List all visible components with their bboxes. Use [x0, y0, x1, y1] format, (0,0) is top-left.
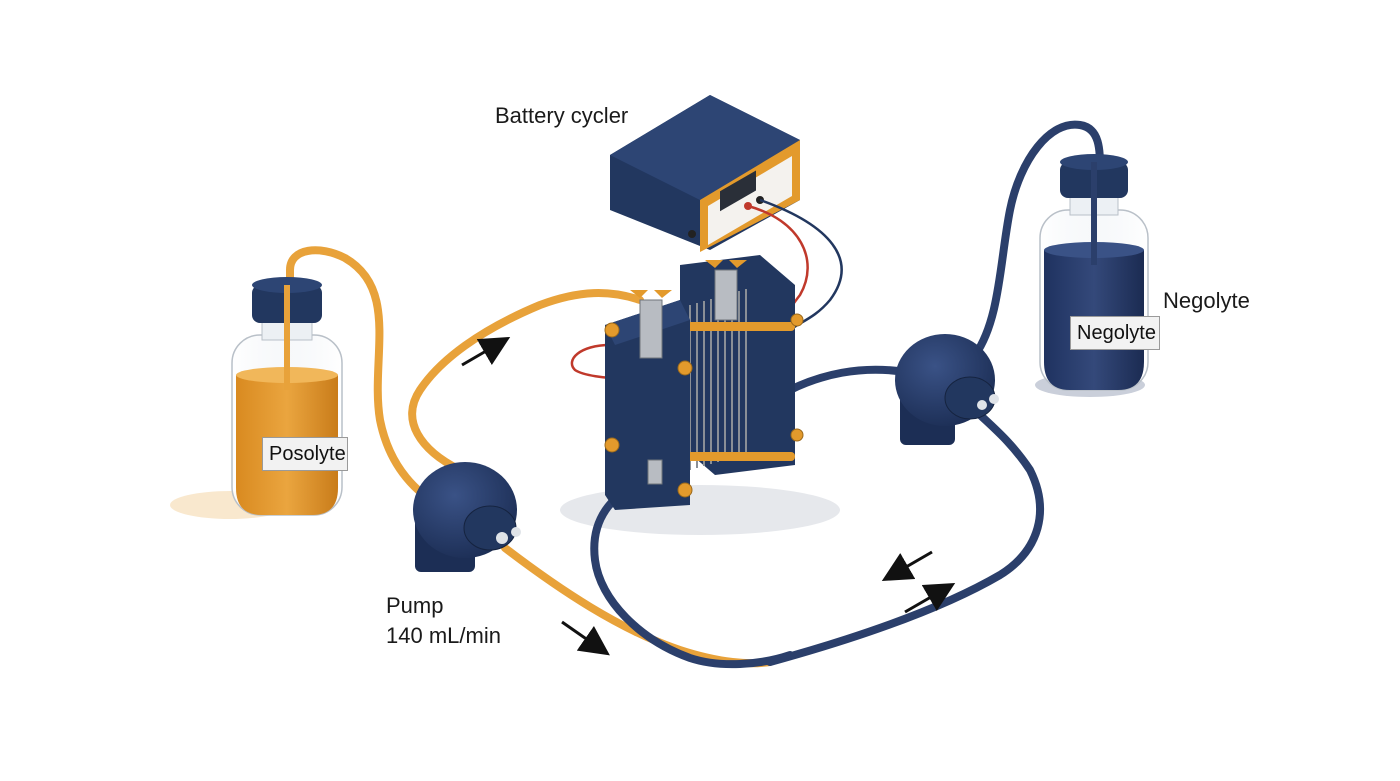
battery-cycler — [610, 95, 800, 252]
pump-left — [413, 462, 521, 572]
posolyte-tube-bottle-to-pump — [286, 246, 444, 509]
flow-arrow-negolyte-left — [881, 550, 933, 582]
cycler-display — [720, 170, 756, 212]
cycler-switch — [688, 230, 696, 238]
flow-arrow-posolyte-in — [461, 336, 511, 367]
posolyte-tube-to-cell — [408, 289, 644, 474]
flow-cell-stack — [604, 255, 804, 510]
cell-bolts — [604, 313, 804, 498]
negolyte-side-label: Negolyte — [1163, 288, 1250, 313]
navy-wire — [759, 198, 843, 331]
flow-arrow-posolyte-down — [561, 620, 610, 656]
posolyte-bottle-label: Posolyte — [262, 437, 348, 471]
flow-arrow-negolyte-right — [904, 582, 956, 614]
negolyte-bottle-label: Negolyte — [1070, 316, 1160, 350]
battery-cycler-label: Battery cycler — [495, 103, 629, 128]
negolyte-bottle — [1039, 154, 1149, 391]
flow-arrows — [461, 336, 956, 656]
posolyte-tube-bottom — [501, 544, 774, 668]
negolyte-tube-return — [766, 406, 1044, 666]
tubing — [286, 120, 1104, 669]
posolyte-bottle — [231, 277, 343, 516]
negolyte-tube-cell-to-pump — [786, 365, 909, 394]
cell-clamps — [630, 260, 747, 485]
negolyte-tube-cell-bottom-loop — [590, 471, 794, 669]
pump-label: Pump — [386, 593, 444, 618]
pump-rate-label: 140 mL/min — [386, 623, 501, 648]
negolyte-tube-pump-to-bottle — [971, 120, 1104, 359]
pump-right — [895, 334, 999, 445]
